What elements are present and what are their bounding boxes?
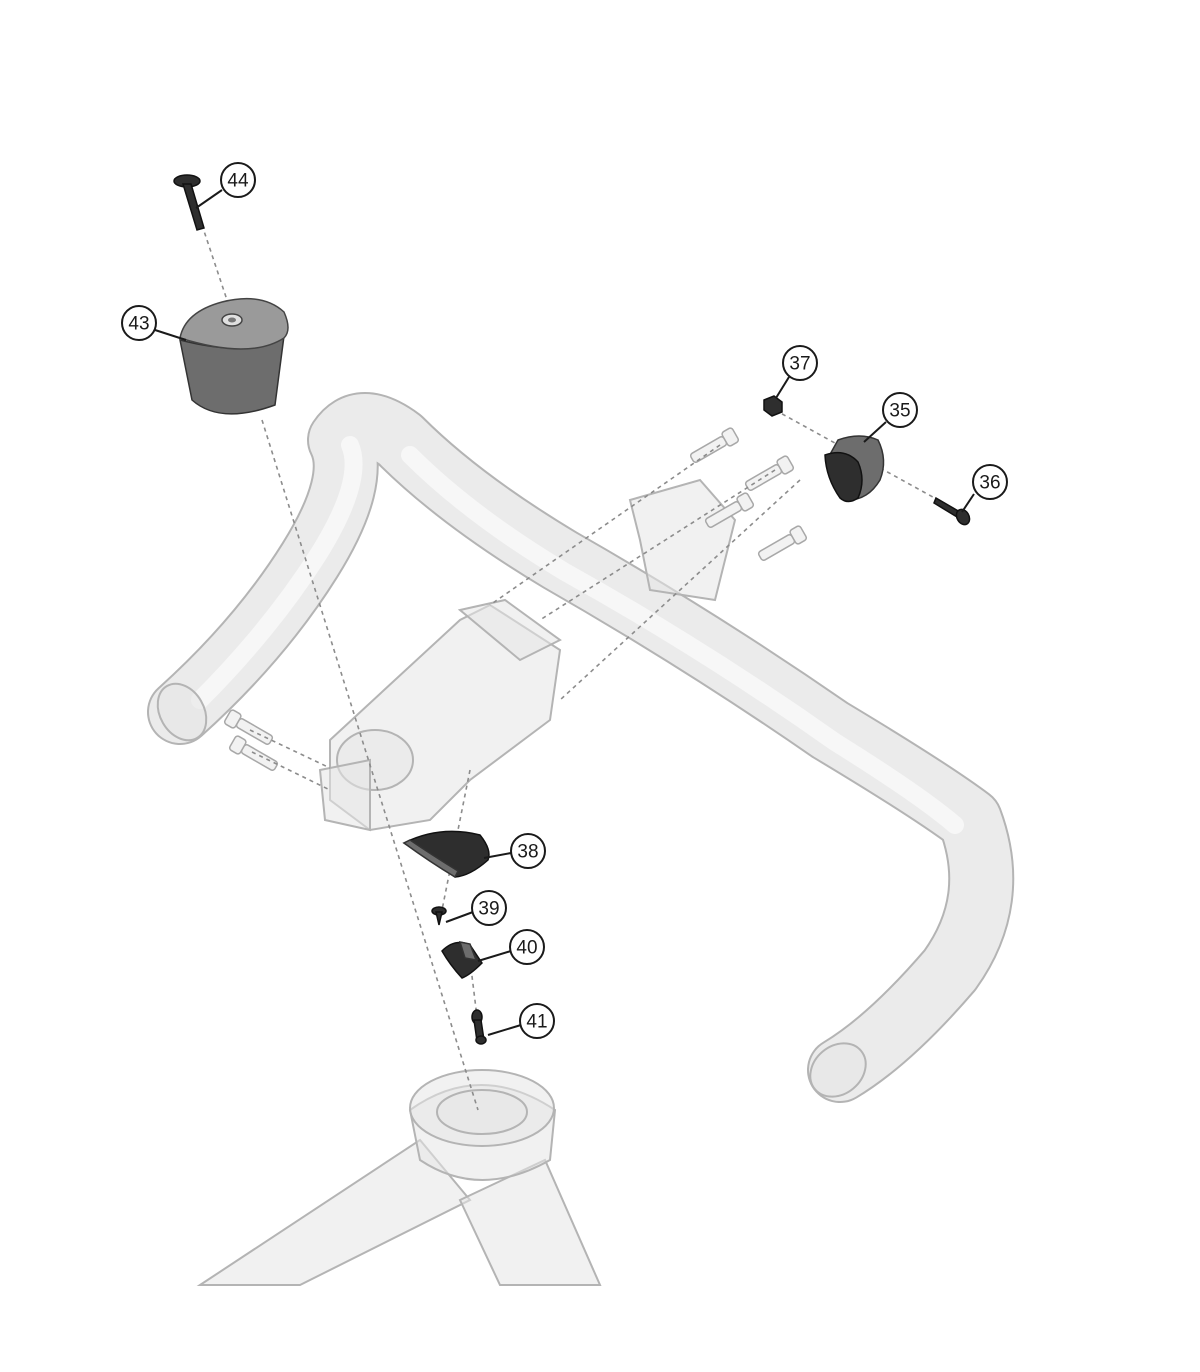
part-39-bolt — [431, 906, 447, 926]
callout-44: 44 — [195, 162, 256, 209]
part-41-bolt — [471, 1009, 487, 1045]
frame-ghost — [196, 1069, 602, 1286]
callout-39: 39 — [445, 890, 507, 926]
part-37-nut — [763, 395, 783, 417]
callout-43: 43 — [121, 305, 187, 341]
callout-41-label: 41 — [526, 1012, 547, 1033]
callout-39-label: 39 — [478, 899, 499, 920]
callout-37-label: 37 — [789, 354, 810, 375]
callout-38-label: 38 — [517, 842, 538, 863]
callout-35-label: 35 — [889, 401, 910, 422]
part-38-cover — [402, 830, 490, 879]
ghost-bolts — [223, 427, 808, 771]
callout-40: 40 — [477, 929, 545, 965]
callout-36: 36 — [961, 464, 1008, 513]
callout-41: 41 — [487, 1003, 555, 1039]
handlebar-ghost — [147, 392, 1015, 1103]
assembly-lines — [201, 224, 961, 1111]
callout-37: 37 — [775, 345, 818, 399]
callout-44-label: 44 — [227, 171, 249, 192]
callout-35: 35 — [863, 392, 918, 443]
part-44-bolt — [173, 174, 205, 231]
callout-38: 38 — [483, 833, 546, 869]
callout-43-label: 43 — [128, 314, 149, 335]
stem-ghost — [318, 478, 737, 832]
part-35-cover — [824, 435, 885, 503]
callout-36-label: 36 — [979, 473, 1000, 494]
part-36-bolt — [933, 496, 971, 526]
callout-40-label: 40 — [516, 938, 537, 959]
part-40-spacer — [441, 941, 483, 979]
part-43-top-cap — [179, 297, 289, 415]
